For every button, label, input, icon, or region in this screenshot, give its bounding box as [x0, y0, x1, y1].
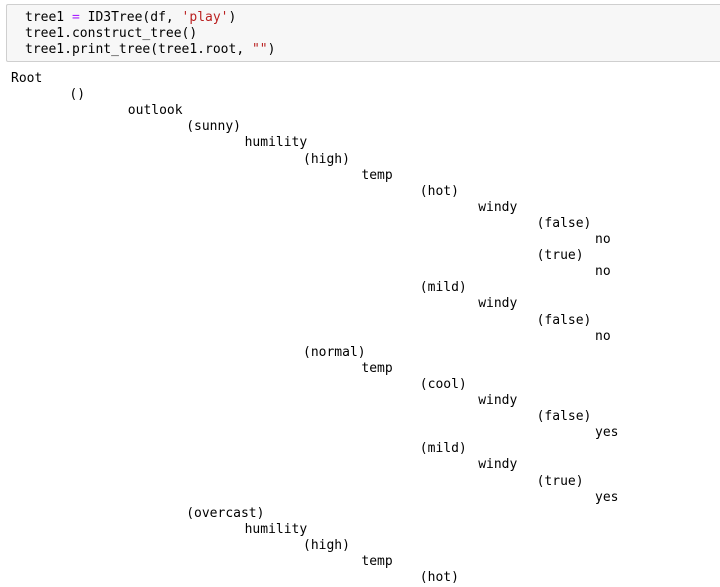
output-tree-line: (high)	[303, 537, 350, 553]
output-tree-line: outlook	[127, 103, 183, 119]
output-tree-line: (true)	[536, 248, 584, 264]
code-token-text: tree1	[25, 10, 72, 25]
output-tree-line: windy	[478, 199, 518, 215]
output-tree-line: (false)	[536, 312, 592, 328]
output-tree-line: (overcast)	[186, 505, 265, 521]
output-tree-line: temp	[361, 167, 393, 183]
output-tree-line: windy	[478, 296, 518, 312]
code-token-operator: =	[71, 10, 80, 25]
output-tree-line: ()	[69, 87, 86, 103]
output-tree-line: no	[595, 264, 611, 280]
output-tree-line: (true)	[536, 473, 584, 489]
code-line-2[interactable]: tree1.construct_tree()	[25, 26, 197, 42]
output-tree-line: (sunny)	[186, 119, 241, 135]
output-tree-line: Root	[11, 71, 43, 86]
output-tree-line: no	[595, 328, 611, 344]
code-token-text: ID3Tree(df,	[79, 10, 182, 25]
code-token-text: tree1.print_tree(tree1.root,	[25, 42, 252, 57]
code-line-1[interactable]: tree1 = ID3Tree(df, 'play')	[25, 10, 236, 26]
output-tree-line: yes	[595, 489, 619, 505]
output-tree-line: (cool)	[419, 376, 467, 392]
code-cell-input[interactable]: tree1 = ID3Tree(df, 'play') tree1.constr…	[6, 4, 720, 62]
output-tree-line: (mild)	[419, 280, 467, 296]
code-token-text: tree1.construct_tree()	[25, 26, 198, 41]
code-token-text: )	[228, 10, 237, 25]
output-tree-line: humility	[244, 521, 308, 537]
output-tree-line: windy	[478, 457, 518, 473]
code-token-string: 'play'	[181, 10, 229, 25]
output-tree-line: (hot)	[419, 183, 459, 199]
output-tree-line: temp	[361, 554, 393, 569]
output-tree-line: yes	[595, 425, 619, 441]
code-token-string: ""	[251, 42, 268, 57]
output-tree-line: (normal)	[303, 344, 366, 360]
code-line-3[interactable]: tree1.print_tree(tree1.root, "")	[25, 42, 275, 58]
output-tree-line: temp	[361, 360, 393, 376]
output-tree-line: (hot)	[419, 570, 459, 586]
output-tree-line: no	[595, 232, 611, 247]
output-tree-line: (false)	[536, 215, 592, 231]
code-token-text: )	[267, 42, 276, 57]
output-tree-line: (false)	[536, 409, 592, 425]
output-tree-line: windy	[478, 393, 518, 408]
output-tree-line: humility	[244, 135, 308, 151]
output-tree-line: (high)	[303, 151, 350, 167]
output-tree-line: (mild)	[419, 441, 467, 457]
